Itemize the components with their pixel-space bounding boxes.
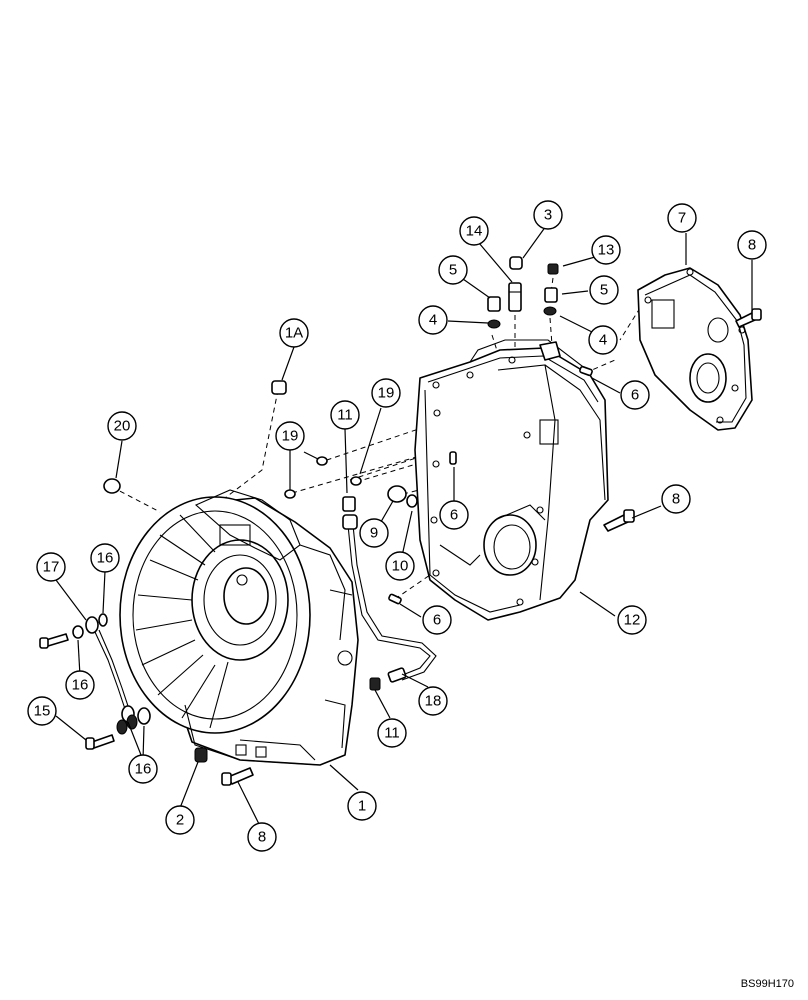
callout-15: 15 <box>27 696 57 726</box>
callout-20: 20 <box>107 411 137 441</box>
callout-8: 8 <box>247 822 277 852</box>
fitting-1A <box>271 380 287 395</box>
callout-5: 5 <box>589 275 619 305</box>
svg-text:7: 7 <box>678 210 686 227</box>
svg-text:13: 13 <box>598 242 615 259</box>
fitting-3 <box>508 282 522 312</box>
svg-text:4: 4 <box>599 332 607 349</box>
fittings-11 <box>342 496 381 691</box>
dowel-pins-6 <box>388 365 593 605</box>
svg-text:12: 12 <box>624 612 641 629</box>
figure-id-label: BS99H170 <box>740 978 794 990</box>
callout-7: 7 <box>667 203 697 233</box>
svg-text:6: 6 <box>433 612 441 629</box>
svg-text:20: 20 <box>114 418 131 435</box>
svg-text:2: 2 <box>176 812 184 829</box>
fitting-9 <box>387 485 407 503</box>
callout-3: 3 <box>533 200 563 230</box>
callout-19: 19 <box>371 378 401 408</box>
washers-4 <box>487 306 557 329</box>
bell-housing-part-1 <box>119 489 359 766</box>
oil-tube-18 <box>342 514 437 683</box>
svg-text:10: 10 <box>392 558 409 575</box>
callout-16: 16 <box>128 754 158 784</box>
bolts-8 <box>221 308 762 786</box>
svg-text:11: 11 <box>384 725 400 742</box>
svg-text:18: 18 <box>425 693 442 710</box>
plug-2 <box>194 747 208 763</box>
svg-text:4: 4 <box>429 312 437 329</box>
callout-19: 19 <box>275 421 305 451</box>
plug-20 <box>103 478 121 494</box>
callout-6: 6 <box>439 500 469 530</box>
callout-2: 2 <box>165 805 195 835</box>
svg-text:1A: 1A <box>285 325 303 342</box>
svg-text:6: 6 <box>631 387 639 404</box>
plugs-5 <box>487 287 558 312</box>
svg-text:8: 8 <box>258 829 266 846</box>
cover-plate-part-7 <box>637 267 753 431</box>
svg-text:11: 11 <box>337 407 353 424</box>
callout-17: 17 <box>36 552 66 582</box>
ground-strap-and-hardware <box>39 613 151 750</box>
svg-text:16: 16 <box>97 550 114 567</box>
callout-14: 14 <box>459 216 489 246</box>
svg-text:15: 15 <box>34 703 51 720</box>
svg-text:14: 14 <box>466 223 483 240</box>
callout-1: 1 <box>347 791 377 821</box>
callout-6: 6 <box>422 605 452 635</box>
callout-12: 12 <box>617 605 647 635</box>
svg-text:3: 3 <box>544 207 552 224</box>
o-ring-10 <box>406 494 418 508</box>
svg-text:1: 1 <box>358 798 366 815</box>
callout-9: 9 <box>359 518 389 548</box>
svg-text:8: 8 <box>748 237 756 254</box>
callout-8: 8 <box>737 230 767 260</box>
callout-10: 10 <box>385 551 415 581</box>
plug-13 <box>547 263 559 275</box>
svg-text:19: 19 <box>378 385 395 402</box>
svg-text:8: 8 <box>672 491 680 508</box>
callout-18: 18 <box>418 686 448 716</box>
svg-text:17: 17 <box>43 559 60 576</box>
callout-8: 8 <box>661 484 691 514</box>
svg-text:9: 9 <box>370 525 378 542</box>
callout-4: 4 <box>588 325 618 355</box>
svg-text:5: 5 <box>449 262 457 279</box>
svg-text:19: 19 <box>282 428 299 445</box>
svg-text:5: 5 <box>600 282 608 299</box>
svg-text:6: 6 <box>450 507 458 524</box>
callout-11: 11 <box>330 400 360 430</box>
callout-13: 13 <box>591 235 621 265</box>
svg-text:16: 16 <box>135 761 152 778</box>
svg-text:16: 16 <box>72 677 89 694</box>
callout-6: 6 <box>620 380 650 410</box>
plug-14 <box>509 256 523 270</box>
callout-4: 4 <box>418 305 448 335</box>
transmission-housing-part-12 <box>414 339 609 621</box>
callout-16: 16 <box>65 670 95 700</box>
callout-1A: 1A <box>279 318 309 348</box>
callout-11: 11 <box>377 718 407 748</box>
callout-5: 5 <box>438 255 468 285</box>
callout-16: 16 <box>90 543 120 573</box>
